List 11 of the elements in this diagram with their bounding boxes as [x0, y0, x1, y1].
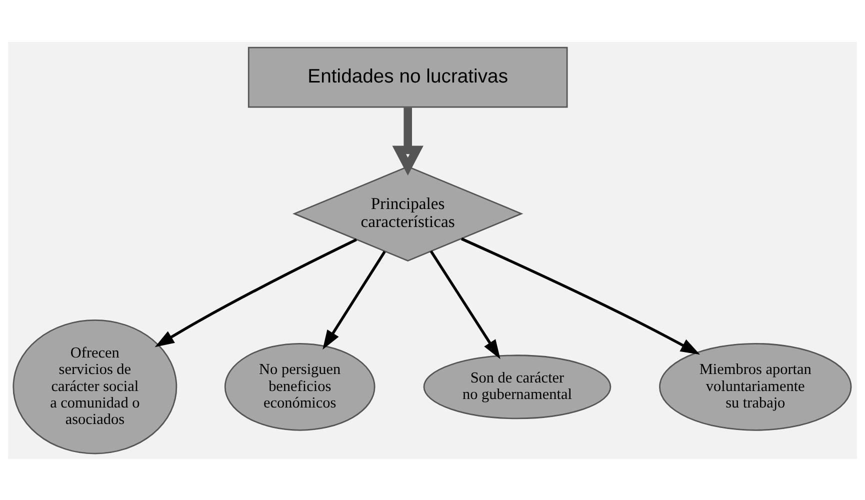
node-box: Entidades no lucrativas [248, 46, 568, 108]
arrow [322, 250, 386, 350]
node-ellipse: No persiguen beneficios económicos [224, 342, 376, 430]
arrow [460, 237, 700, 354]
node-ellipse: Miembros aportan voluntariamente su trabajo [659, 342, 852, 430]
arrow [154, 238, 358, 347]
node-ellipse: Son de carácter no gubernamental [423, 354, 612, 419]
node-diamond: Principales características [292, 165, 524, 262]
arrow [392, 107, 424, 175]
arrow [430, 250, 500, 359]
node-ellipse: Ofrecen servicios de carácter social a comunidad o asociados [12, 319, 178, 454]
